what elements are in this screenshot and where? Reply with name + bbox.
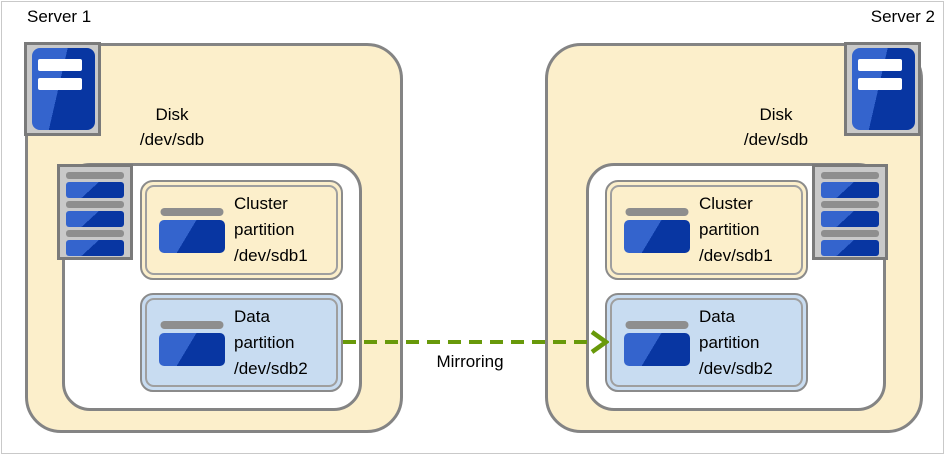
cluster-partition-box: Cluster partition /dev/sdb1 (140, 180, 343, 280)
partition-disk-icon (159, 207, 225, 253)
data-partition-box: Data partition /dev/sdb2 (605, 293, 808, 392)
mirroring-arrow (343, 329, 609, 356)
partition-label-line3: /dev/sdb1 (699, 246, 773, 265)
partition-label-line1: Data (234, 306, 270, 326)
disk-stack-icon (812, 164, 888, 260)
partition-label-line3: /dev/sdb1 (234, 246, 308, 265)
disk-label-line1: Disk (155, 105, 189, 124)
server-tower-icon (24, 42, 101, 136)
partition-label-line2: partition (699, 332, 760, 352)
disk-label: Disk /dev/sdb (706, 102, 846, 152)
disk-label: Disk /dev/sdb (102, 102, 242, 152)
partition-label-line1: Cluster (234, 194, 288, 213)
server-1-label: Server 1 (27, 7, 92, 26)
partition-disk-icon (624, 320, 690, 366)
cluster-partition-box: Cluster partition /dev/sdb1 (605, 180, 808, 280)
server-tower-icon (844, 42, 921, 136)
partition-label: Cluster partition /dev/sdb1 (699, 191, 773, 269)
partition-disk-icon (159, 320, 225, 366)
partition-label: Data partition /dev/sdb2 (234, 304, 308, 382)
disk-label-line2: /dev/sdb (139, 130, 205, 149)
partition-label-line2: partition (234, 220, 295, 239)
partition-label: Data partition /dev/sdb2 (699, 304, 773, 382)
partition-disk-icon (624, 207, 690, 253)
disk-label-line2: /dev/sdb (743, 130, 809, 149)
partition-label-line1: Cluster (699, 194, 753, 213)
disk-label-line1: Disk (759, 105, 793, 124)
partition-label: Cluster partition /dev/sdb1 (234, 191, 308, 269)
partition-label-line3: /dev/sdb2 (234, 358, 308, 378)
disk-stack-icon (57, 164, 133, 260)
partition-label-line3: /dev/sdb2 (699, 358, 773, 378)
partition-label-line2: partition (699, 220, 760, 239)
mirroring-label: Mirroring (436, 352, 504, 371)
server-2-label: Server 2 (870, 7, 935, 26)
data-partition-box: Data partition /dev/sdb2 (140, 293, 343, 392)
partition-label-line2: partition (234, 332, 295, 352)
partition-label-line1: Data (699, 306, 735, 326)
